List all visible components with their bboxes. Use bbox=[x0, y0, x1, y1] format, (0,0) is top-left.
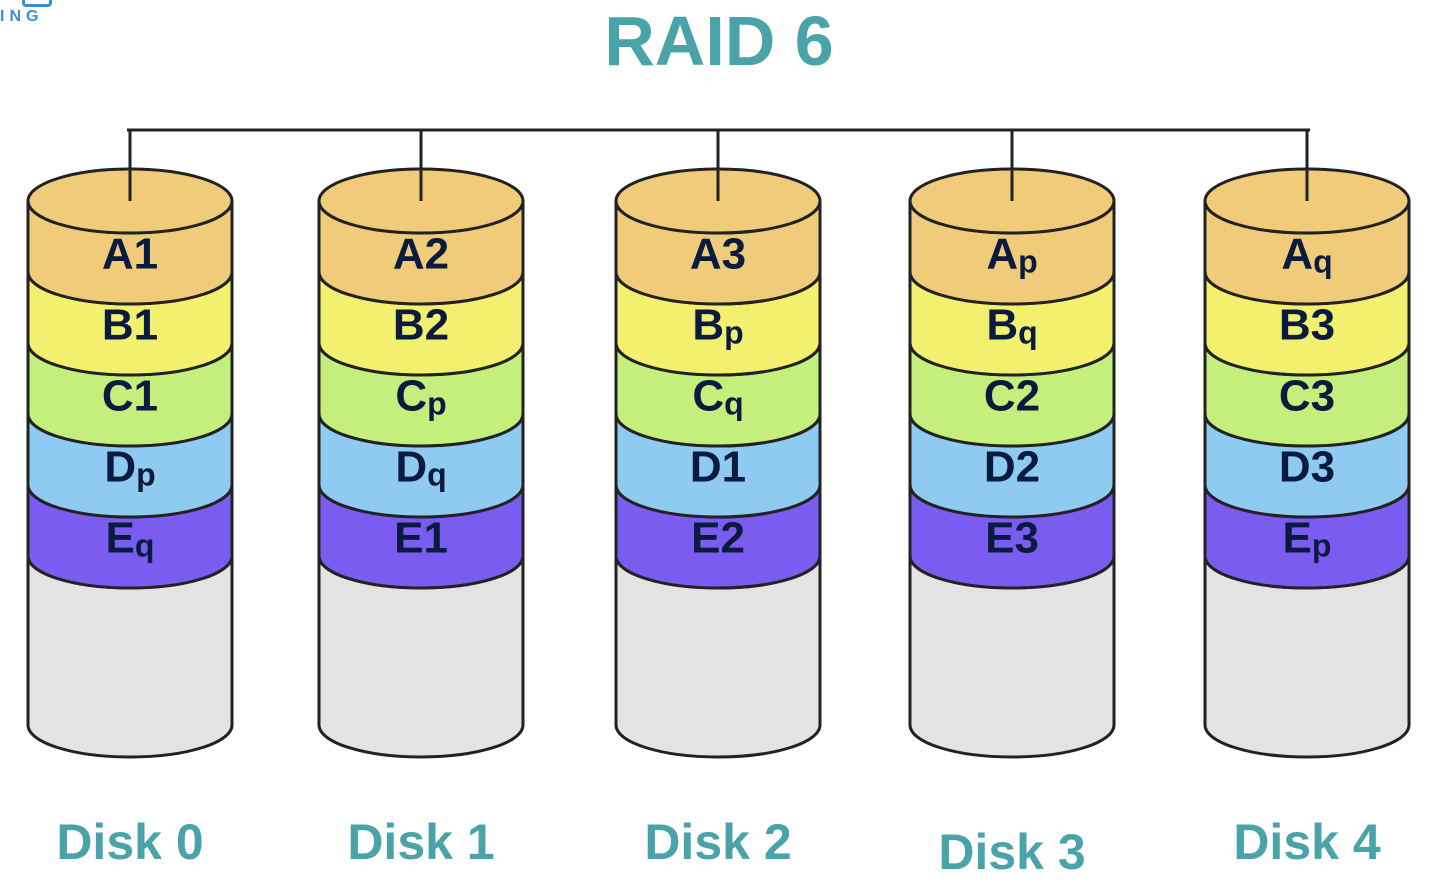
block-label-b: Bq bbox=[986, 301, 1037, 351]
disk-label-1: Disk 1 bbox=[347, 814, 495, 870]
block-label-e: E1 bbox=[394, 514, 448, 563]
block-label-d: Dp bbox=[104, 443, 155, 493]
block-label-b: B3 bbox=[1279, 301, 1335, 350]
diagram-title: RAID 6 bbox=[604, 2, 834, 80]
disk-label-4: Disk 4 bbox=[1233, 814, 1381, 870]
block-label-d: D3 bbox=[1279, 443, 1335, 492]
block-label-d: D2 bbox=[984, 443, 1040, 492]
block-label-a: Aq bbox=[1281, 230, 1332, 280]
brand-logo: ING bbox=[0, 0, 60, 30]
block-label-a: A2 bbox=[393, 230, 449, 279]
block-label-e: Ep bbox=[1283, 514, 1332, 564]
block-label-d: Dq bbox=[395, 443, 446, 493]
disk-label-3: Disk 3 bbox=[938, 824, 1086, 880]
block-label-c: Cq bbox=[692, 372, 743, 422]
brand-logo-icon bbox=[22, 0, 52, 7]
brand-logo-text: ING bbox=[0, 8, 44, 25]
block-label-c: Cp bbox=[395, 372, 446, 422]
block-label-b: B1 bbox=[102, 301, 158, 350]
block-label-c: C2 bbox=[984, 372, 1040, 421]
block-label-b: B2 bbox=[393, 301, 449, 350]
block-label-a: Ap bbox=[986, 230, 1037, 280]
block-label-a: A3 bbox=[690, 230, 746, 279]
block-label-b: Bp bbox=[692, 301, 743, 351]
block-label-c: C3 bbox=[1279, 372, 1335, 421]
block-label-e: Eq bbox=[106, 514, 155, 564]
block-label-c: C1 bbox=[102, 372, 158, 421]
block-label-e: E3 bbox=[985, 514, 1039, 563]
block-label-e: E2 bbox=[691, 514, 745, 563]
disk-label-0: Disk 0 bbox=[56, 814, 204, 870]
disk-label-2: Disk 2 bbox=[644, 814, 792, 870]
block-label-d: D1 bbox=[690, 443, 746, 492]
block-label-a: A1 bbox=[102, 230, 158, 279]
